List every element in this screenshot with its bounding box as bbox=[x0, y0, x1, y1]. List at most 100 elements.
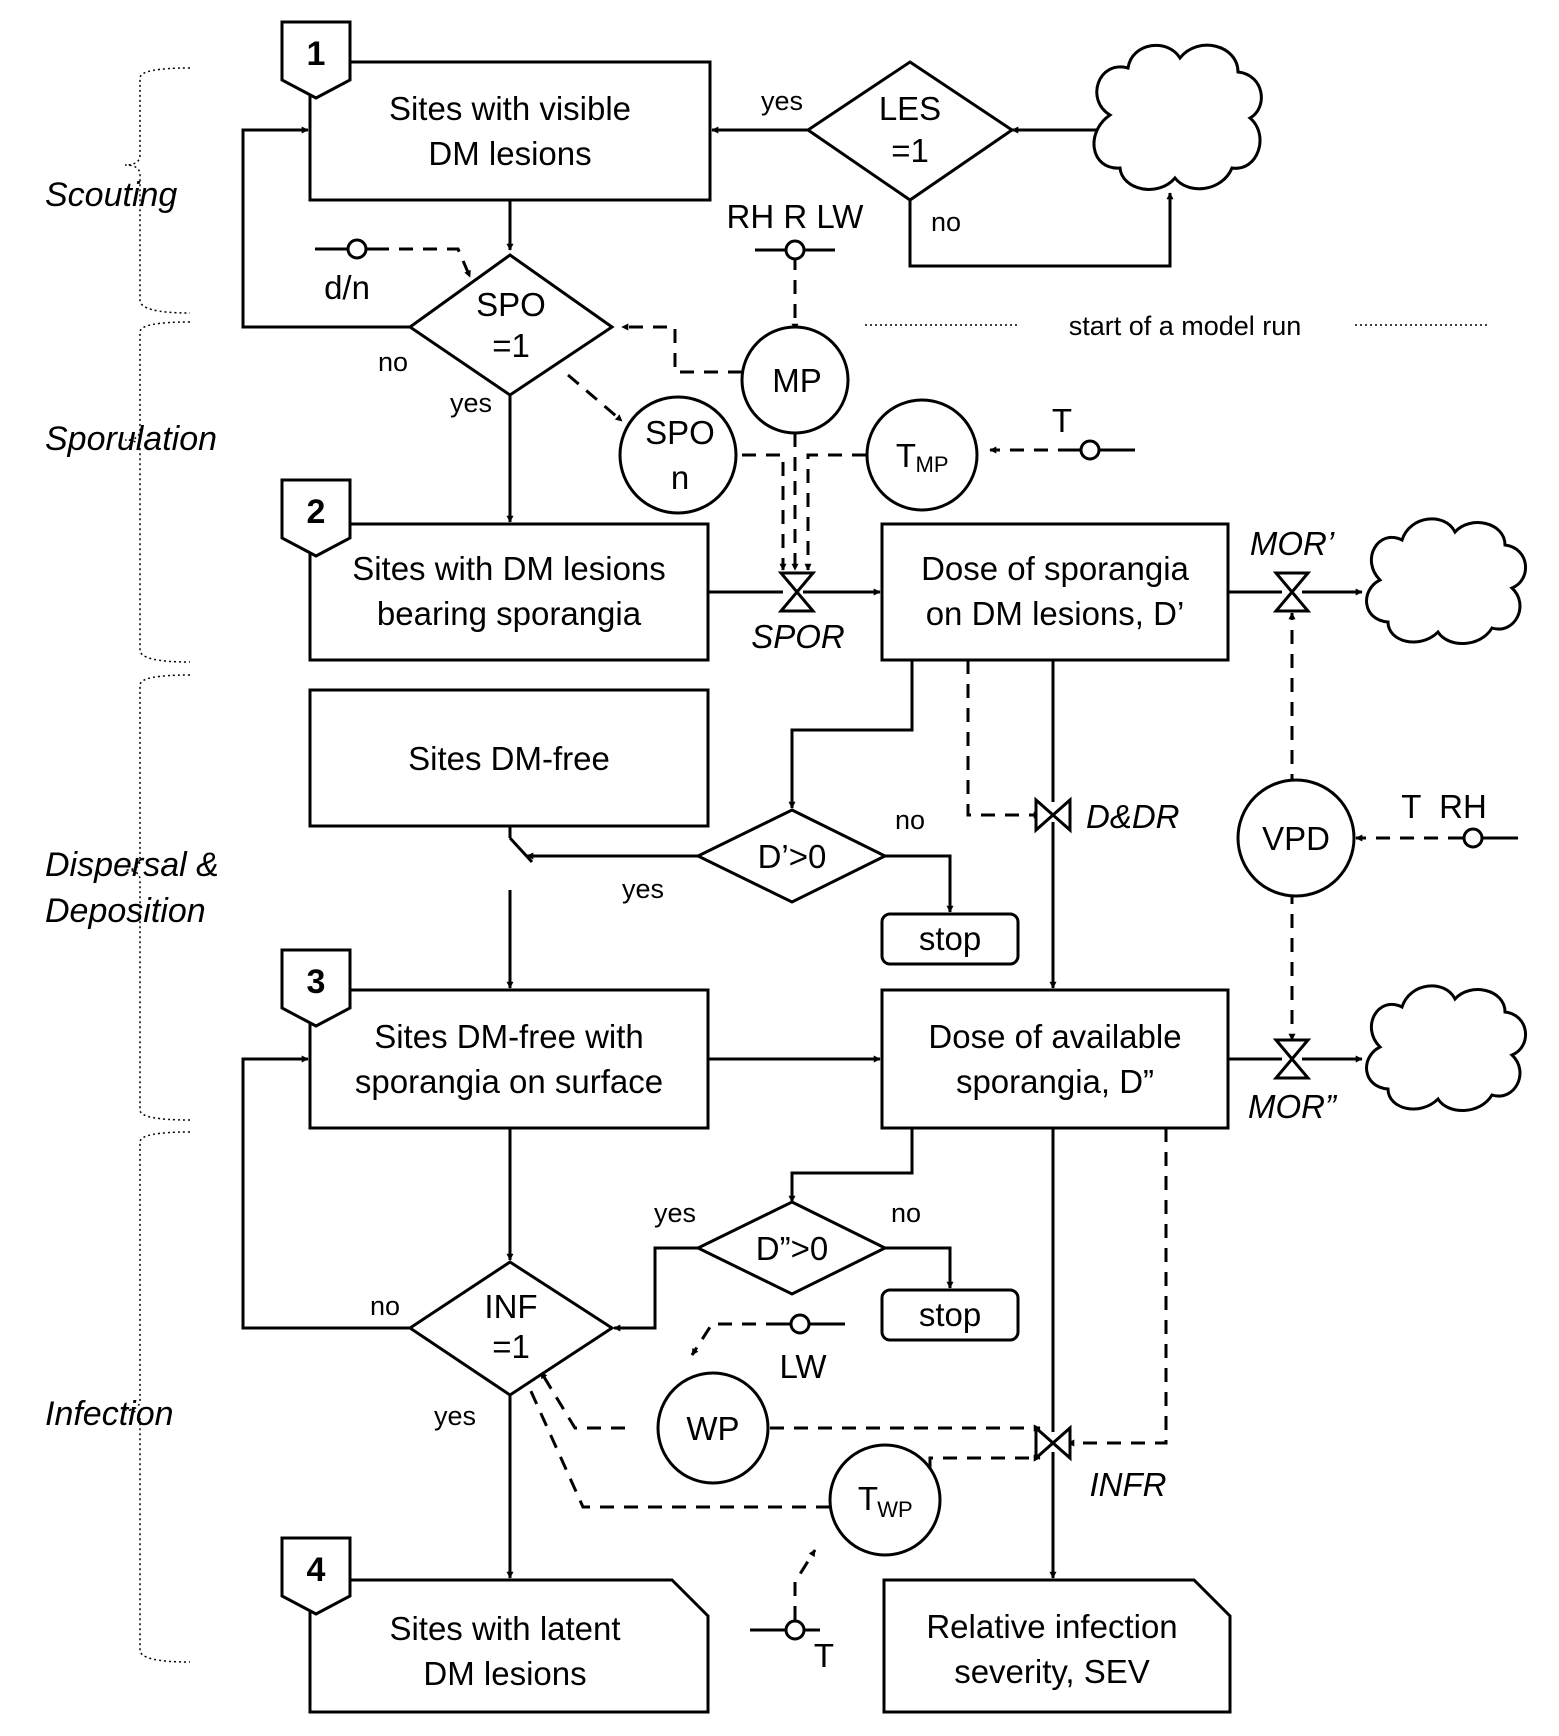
driver-lw: LW bbox=[779, 1348, 827, 1385]
valve-ddr-icon bbox=[1034, 796, 1072, 834]
driver-nodes bbox=[315, 238, 1518, 1641]
decision-les bbox=[805, 60, 1015, 202]
valve-mor2-icon bbox=[1272, 1038, 1312, 1080]
driver-t-rh: T RH bbox=[1401, 788, 1487, 825]
box-sporangia-lesions bbox=[308, 522, 710, 662]
stop-box-2 bbox=[880, 1288, 1020, 1342]
box-dose-d2-line2: sporangia, D” bbox=[956, 1063, 1154, 1100]
box-visible-lesions-line1: Sites with visible bbox=[389, 90, 631, 127]
aux-wp-label: WP bbox=[686, 1410, 739, 1447]
stage-number-3: 3 bbox=[307, 963, 326, 1001]
stage-tag-3: 3 bbox=[280, 948, 352, 1028]
decision-d1-line1: D’>0 bbox=[758, 838, 827, 875]
decision-spo-line2: =1 bbox=[492, 327, 530, 364]
box-dose-d2 bbox=[880, 988, 1230, 1130]
cloud-icon-sink-2 bbox=[1365, 984, 1528, 1112]
box-latent-lesions-line2: DM lesions bbox=[423, 1655, 586, 1692]
driver-dn: d/n bbox=[324, 269, 370, 306]
aux-vpd bbox=[1236, 778, 1356, 898]
aux-vpd-label: VPD bbox=[1262, 820, 1330, 857]
decision-inf bbox=[407, 1260, 615, 1397]
box-latent-lesions-line1: Sites with latent bbox=[389, 1610, 620, 1647]
aux-twp-main: T bbox=[858, 1480, 878, 1517]
box-visible-lesions-line2: DM lesions bbox=[428, 135, 591, 172]
decision-les-line1: LES bbox=[879, 90, 941, 127]
answer-d1-no: no bbox=[895, 805, 925, 835]
box-visible-lesions bbox=[308, 60, 712, 202]
answer-les-yes: yes bbox=[761, 86, 803, 116]
stop-box-2-label: stop bbox=[919, 1296, 981, 1333]
solid-connectors bbox=[241, 126, 1363, 1579]
box-latent-lesions bbox=[308, 1578, 710, 1714]
decision-spo-line1: SPO bbox=[476, 286, 546, 323]
dashed-connectors bbox=[375, 247, 1462, 1620]
answer-inf-no: no bbox=[370, 1291, 400, 1321]
aux-wp bbox=[656, 1371, 770, 1485]
stage-tag-4: 4 bbox=[280, 1536, 352, 1616]
box-dose-d2-line1: Dose of available bbox=[928, 1018, 1181, 1055]
answer-d2-no: no bbox=[891, 1198, 921, 1228]
phase-sporulation-label: Sporulation bbox=[45, 420, 217, 458]
valve-mor1-icon bbox=[1272, 571, 1312, 613]
box-dose-d1 bbox=[880, 522, 1230, 662]
aux-tmp bbox=[865, 398, 979, 512]
box-severity-line2: severity, SEV bbox=[954, 1653, 1150, 1690]
stop-box-1 bbox=[880, 912, 1020, 966]
stop-box-1-label: stop bbox=[919, 920, 981, 957]
aux-mp-label: MP bbox=[772, 362, 822, 399]
driver-rh-r-lw: RH R LW bbox=[727, 198, 865, 235]
valve-spor-icon bbox=[777, 571, 817, 613]
stage-number-1: 1 bbox=[307, 35, 326, 73]
rate-mor1-label: MOR’ bbox=[1250, 525, 1335, 562]
answer-d2-yes: yes bbox=[654, 1198, 696, 1228]
aux-twp bbox=[828, 1443, 942, 1557]
decision-les-line2: =1 bbox=[891, 132, 929, 169]
aux-tmp-sub: MP bbox=[916, 452, 949, 477]
driver-t2: T bbox=[814, 1637, 834, 1674]
phase-brackets bbox=[124, 67, 191, 1663]
aux-tmp-main: T bbox=[896, 437, 916, 474]
stage-tag-1: 1 bbox=[280, 20, 352, 100]
valve-infr-icon bbox=[1034, 1424, 1072, 1462]
box-sporangia-lesions-line1: Sites with DM lesions bbox=[352, 550, 666, 587]
box-dm-free-sporangia-line2: sporangia on surface bbox=[355, 1063, 663, 1100]
box-dm-free-sporangia bbox=[308, 988, 710, 1130]
phase-scouting-label: Scouting bbox=[45, 176, 177, 214]
stage-number-2: 2 bbox=[307, 493, 326, 531]
rate-infr-label: INFR bbox=[1090, 1466, 1167, 1503]
answer-spo-no: no bbox=[378, 347, 408, 377]
phase-infection-label: Infection bbox=[45, 1395, 174, 1433]
rate-spor-label: SPOR bbox=[751, 618, 845, 655]
stage-tag-2: 2 bbox=[280, 478, 352, 558]
box-dose-d1-line2: on DM lesions, D’ bbox=[926, 595, 1185, 632]
decision-d1 bbox=[694, 808, 889, 904]
cloud-icon-source bbox=[1092, 43, 1263, 191]
box-severity-line1: Relative infection bbox=[926, 1608, 1177, 1645]
aux-twp-sub: WP bbox=[877, 1497, 912, 1522]
driver-t1: T bbox=[1052, 402, 1072, 439]
aux-spon bbox=[618, 395, 738, 515]
aux-spon-line2: n bbox=[671, 459, 689, 496]
cloud-icon-sink-1 bbox=[1365, 517, 1528, 645]
answer-inf-yes: yes bbox=[434, 1401, 476, 1431]
aux-spon-line1: SPO bbox=[645, 414, 715, 451]
box-sporangia-lesions-line2: bearing sporangia bbox=[377, 595, 642, 632]
box-dm-free-line1: Sites DM-free bbox=[408, 740, 610, 777]
phase-dispersal-label-1: Dispersal & bbox=[45, 846, 219, 884]
stage-number-4: 4 bbox=[307, 1551, 326, 1589]
decision-spo bbox=[407, 253, 615, 397]
rate-ddr-label: D&DR bbox=[1086, 798, 1180, 835]
box-dm-free bbox=[308, 688, 710, 828]
box-dm-free-sporangia-line1: Sites DM-free with bbox=[374, 1018, 644, 1055]
start-note: start of a model run bbox=[1069, 311, 1302, 341]
decision-inf-line2: =1 bbox=[492, 1328, 530, 1365]
decision-inf-line1: INF bbox=[484, 1288, 537, 1325]
answer-d1-yes: yes bbox=[622, 874, 664, 904]
box-dose-d1-line1: Dose of sporangia bbox=[921, 550, 1189, 587]
decision-d2 bbox=[694, 1200, 889, 1296]
decision-d2-line1: D”>0 bbox=[756, 1230, 828, 1267]
answer-spo-yes: yes bbox=[450, 388, 492, 418]
aux-mp bbox=[740, 325, 850, 435]
phase-dispersal-label-2: Deposition bbox=[45, 892, 206, 930]
